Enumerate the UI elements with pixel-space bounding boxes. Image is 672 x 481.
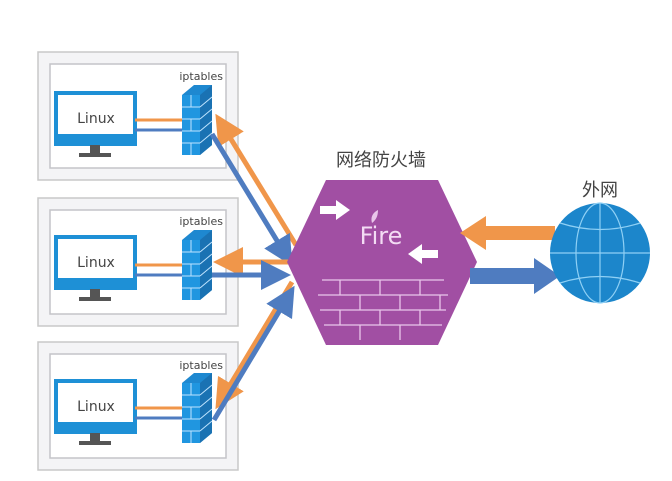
brick-wall-icon [181,229,213,301]
iptables-label: iptables [179,215,223,228]
iptables-label: iptables [179,359,223,372]
inbound-arrow-icon [320,200,350,220]
brick-wall-icon [181,84,213,156]
monitor-icon [54,235,137,301]
host-link-lines [135,118,182,420]
internet-label: 外网 [582,180,618,201]
host-os-label: Linux [77,255,115,271]
brick-wall-icon [181,372,213,444]
monitor-icon [54,91,137,157]
host-os-label: Linux [77,399,115,415]
monitor-icon [54,379,137,445]
iptables-label: iptables [179,70,223,83]
firewall-logo: Fire [360,222,403,250]
network-firewall [287,180,477,345]
firewall-title: 网络防火墙 [336,150,426,171]
traffic-arrows [209,113,299,422]
internet-arrows [460,216,560,294]
leaf-icon [371,210,378,223]
globe-icon [550,202,650,304]
outbound-arrow-icon [408,244,438,264]
host-os-label: Linux [77,111,115,127]
